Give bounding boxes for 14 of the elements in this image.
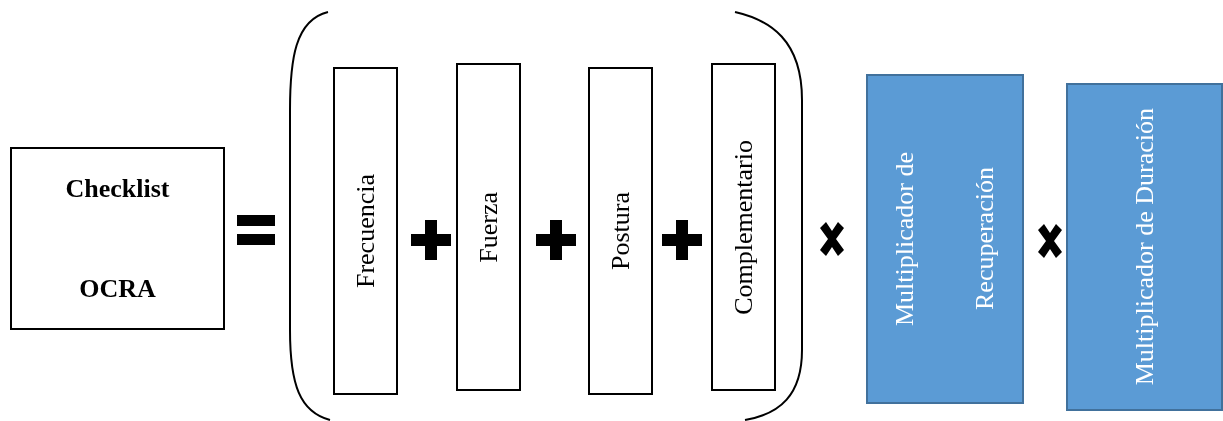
factor-box <box>333 67 398 395</box>
multiplier-box <box>1066 83 1223 411</box>
box-label: Multiplicador de Recuperación <box>889 151 1000 328</box>
box-label: Complementario <box>728 139 759 315</box>
box-label: Multiplicador de Duración <box>1128 108 1160 386</box>
factor-box <box>456 63 521 391</box>
factor-box <box>588 67 653 395</box>
box-label: Frecuencia <box>350 173 381 288</box>
result-box <box>10 147 225 330</box>
box-label: Checklist OCRA <box>64 172 171 305</box>
multiplier-box <box>866 74 1024 404</box>
box-label: Fuerza <box>473 191 504 263</box>
box-label: Postura <box>605 192 636 270</box>
factor-box <box>711 63 776 391</box>
